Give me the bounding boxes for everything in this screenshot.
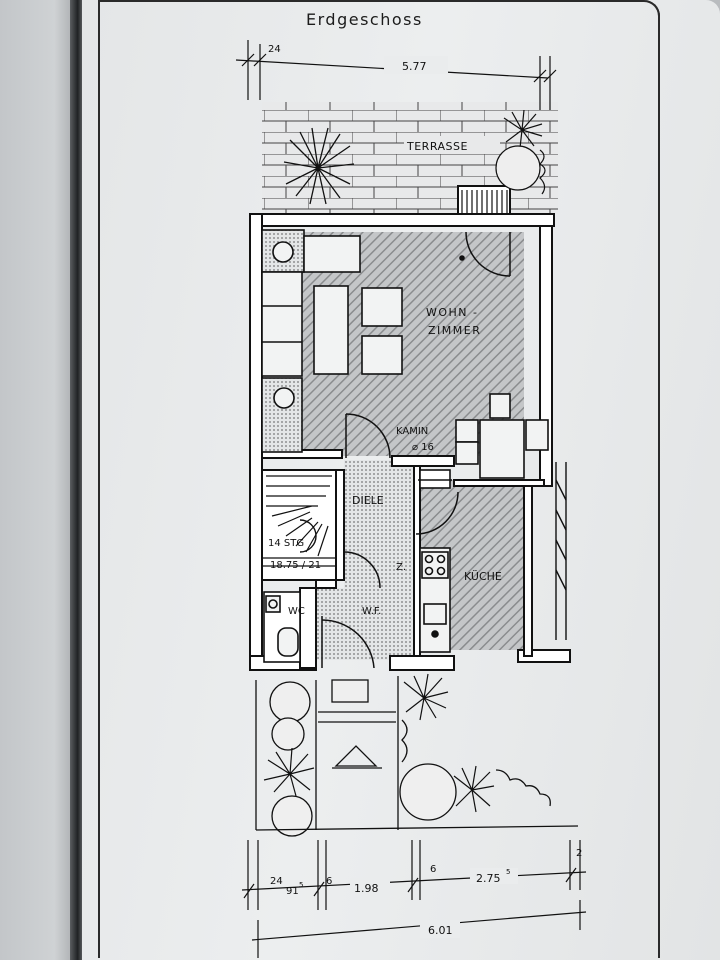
chair (525, 419, 549, 451)
label-wc: WC (288, 606, 305, 617)
label-stairs-2: 18.75 / 21 (270, 560, 321, 571)
wc (263, 591, 301, 663)
dim-bottom-seg-2: 1.98 (354, 882, 379, 895)
chair (455, 441, 479, 465)
dim-bottom-seg-1-sup: 5 (299, 881, 303, 889)
label-hall: DIELE (352, 494, 384, 507)
label-fireplace: KAMIN (396, 426, 428, 437)
plant-palm-icon (453, 765, 495, 813)
dim-bottom-total: 6.01 (428, 924, 453, 937)
label-living-room-2: ZIMMER (428, 324, 481, 337)
label-stairs-1: 14 STG (268, 538, 304, 549)
plant-palm-icon (283, 127, 355, 205)
sink-icon (423, 603, 447, 625)
dim-top-total: 5.77 (402, 60, 427, 73)
dim-bottom-seg-3: 2.75 (476, 872, 501, 885)
plant-palm-icon (263, 747, 315, 797)
sofa-back (303, 235, 361, 273)
tree-icon (495, 145, 541, 191)
lamp-icon (272, 241, 294, 263)
plant-palm-icon (503, 109, 543, 149)
dim-top-left: 24 (268, 44, 281, 55)
tree-icon (269, 681, 311, 723)
door-swings (321, 231, 511, 669)
page-frame (98, 0, 660, 958)
dim-bottom-seg-3-sup: 5 (506, 868, 510, 876)
dimension-bottom (241, 840, 587, 958)
book-spine (70, 0, 84, 960)
armchair (361, 335, 403, 375)
coffee-table (313, 285, 349, 375)
label-terrace: TERRASSE (406, 140, 468, 153)
stove-icon (421, 551, 449, 579)
chair (455, 419, 479, 443)
armchair (361, 287, 403, 327)
label-kitchen: KÜCHE (464, 570, 502, 583)
dim-bottom-edge: 2 (576, 848, 582, 859)
dim-bottom-seg-1: 91 (286, 886, 299, 897)
label-fireplace-size: ⌀ 16 (412, 442, 434, 453)
sofa-side (261, 271, 303, 377)
page-title: Erdgeschoss (306, 10, 423, 29)
label-room-z: Z. (396, 562, 406, 573)
left-page (0, 0, 78, 960)
chair (489, 393, 511, 419)
front-garden (255, 676, 579, 837)
staircase (261, 469, 337, 581)
kitchen-fittings (418, 469, 452, 653)
label-living-room-1: WOHN - (426, 306, 479, 319)
tree-icon (399, 763, 457, 821)
label-utility: W.F. (362, 606, 381, 617)
toilet-icon (277, 627, 299, 657)
dim-bottom-wall-2: 6 (326, 876, 332, 887)
dining-table (479, 419, 525, 479)
dim-bottom-wall-3: 6 (430, 864, 436, 875)
terrace: TERRASSE (262, 102, 558, 217)
plant-palm-icon (403, 673, 449, 721)
living-furniture (261, 229, 549, 479)
page-frame-top (98, 0, 660, 20)
windows-right (555, 462, 567, 640)
utility-floor (316, 588, 412, 660)
dim-bottom-wall-1: 24 (270, 876, 283, 887)
lamp-icon (273, 387, 295, 409)
dimension-top (235, 40, 557, 110)
